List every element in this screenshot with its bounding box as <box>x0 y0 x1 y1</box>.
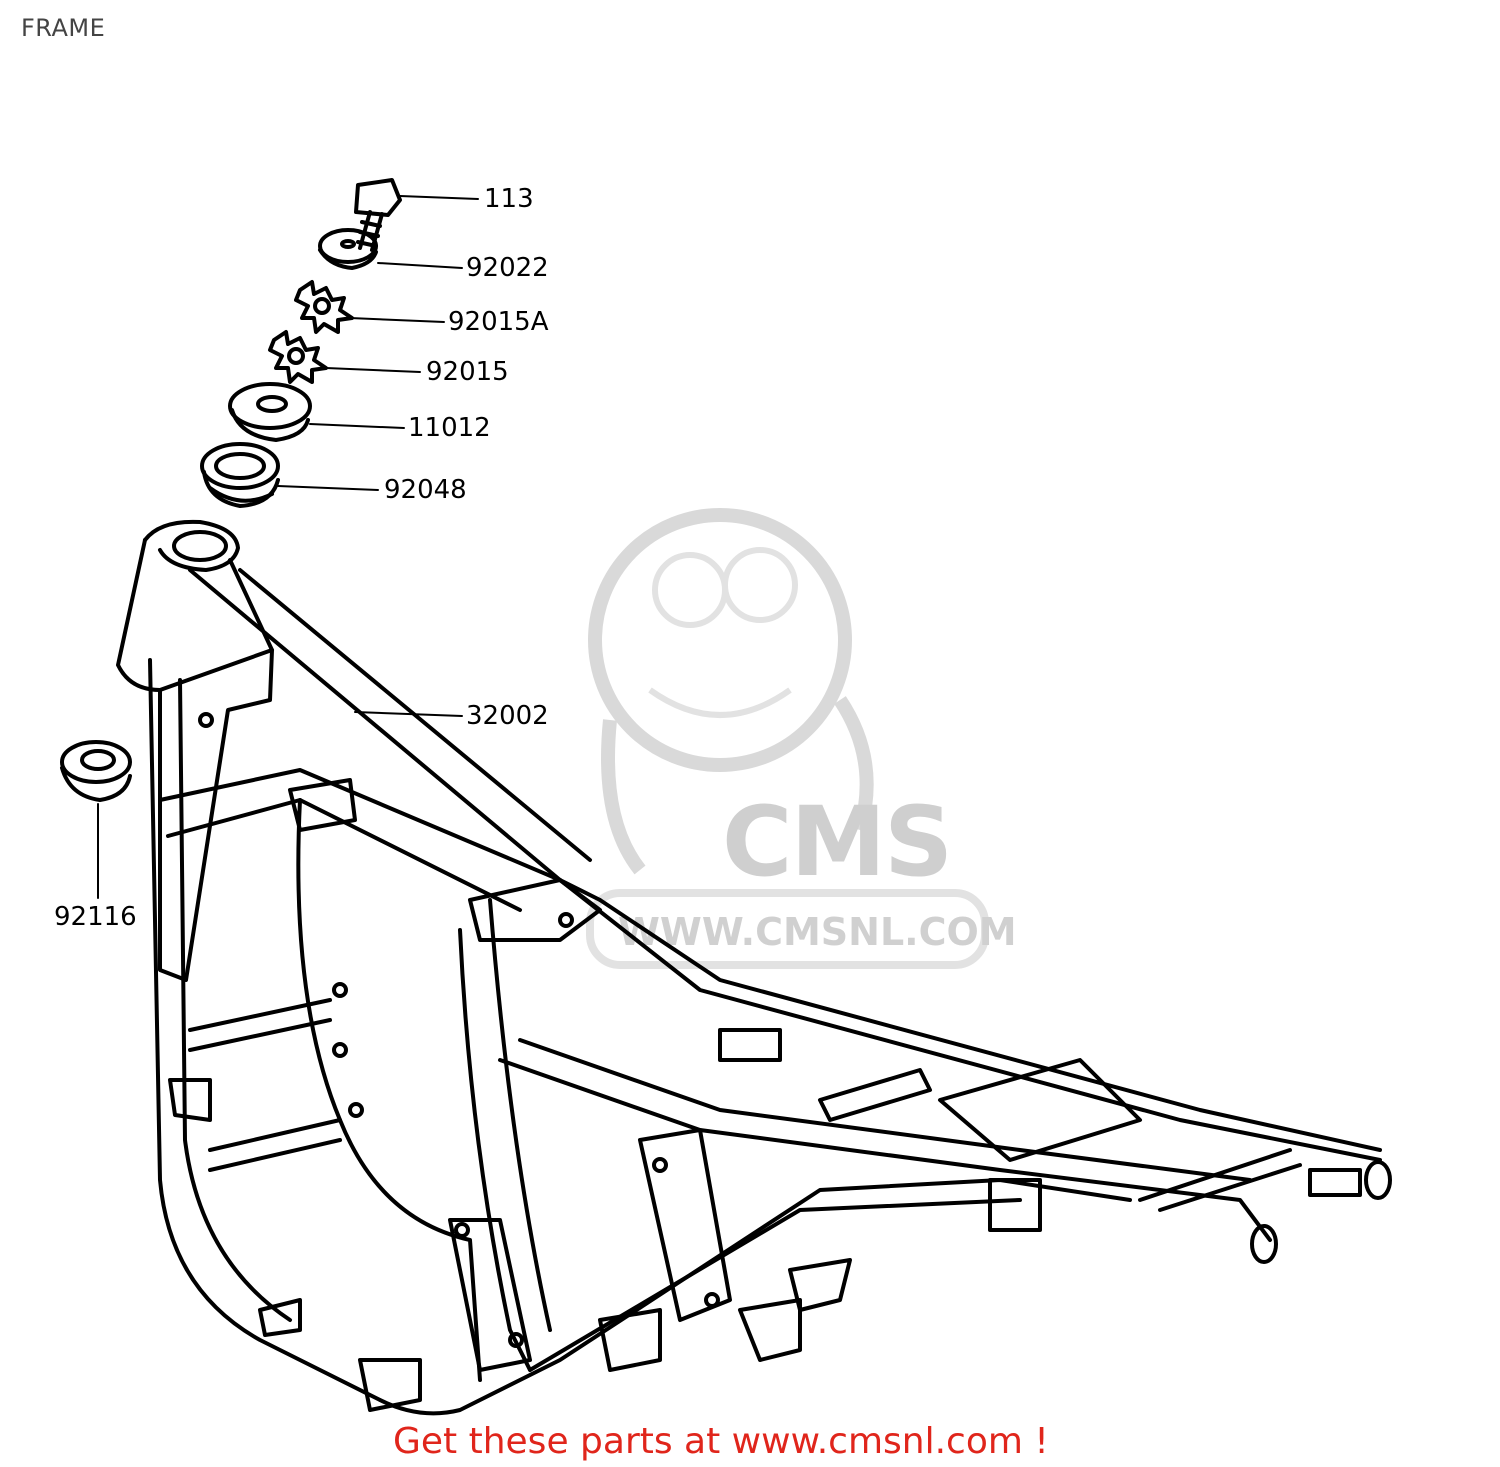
nut-92015 <box>268 330 328 384</box>
nut-92015a <box>294 280 354 334</box>
frame-32002 <box>116 519 1392 1416</box>
callout-92116: 92116 <box>54 902 137 932</box>
washer-92022 <box>318 228 378 270</box>
get-parts-link[interactable]: Get these parts at www.cmsnl.com ! <box>393 1421 1049 1462</box>
callout-92048: 92048 <box>384 475 467 505</box>
callout-113: 113 <box>484 184 534 214</box>
callout-92015a: 92015A <box>448 307 549 337</box>
callout-92015: 92015 <box>426 357 509 387</box>
callout-11012: 11012 <box>408 413 491 443</box>
seal-92116 <box>60 740 132 802</box>
callout-92022: 92022 <box>466 253 549 283</box>
seal-92048 <box>200 442 280 508</box>
cap-11012 <box>228 382 312 442</box>
bolt-113 <box>354 178 402 252</box>
watermark-brand: CMS <box>722 786 953 898</box>
watermark-url: WWW.CMSNL.COM <box>618 910 1017 954</box>
callout-32002: 32002 <box>466 701 549 731</box>
page-title: FRAME <box>21 14 106 42</box>
